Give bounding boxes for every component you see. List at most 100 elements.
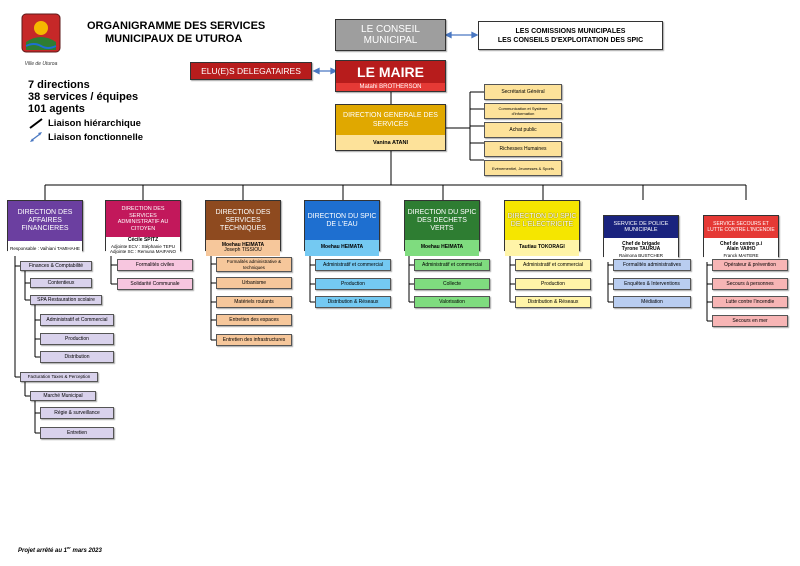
dechets-service-admin: Administratif et commercial bbox=[414, 259, 490, 271]
dst-service-espaces: Entretien des espaces bbox=[216, 314, 292, 326]
direction-dst: DIRECTION DES SERVICES TECHNIQUES Moehau… bbox=[205, 200, 281, 256]
direction-dechets: DIRECTION DU SPIC DES DECHETS VERTS Moeh… bbox=[404, 200, 480, 256]
footer-note: Projet arrêté au 1er mars 2023 bbox=[18, 545, 102, 554]
direction-dst-adj: Joseph TISSIOU bbox=[224, 247, 262, 253]
daf-service-production: Production bbox=[40, 333, 114, 345]
dgs-service-communication: Communication et Système d'information bbox=[484, 103, 562, 119]
dgs-service-rh: Richesses Humaines bbox=[484, 141, 562, 157]
direction-dst-staff: Moehau HEIMATA Joseph TISSIOU bbox=[206, 240, 280, 256]
dsac-service-formalites: Formalités civiles bbox=[117, 259, 193, 271]
direction-electricite: DIRECTION DU SPIC DE L'ELECTRICITE Tauti… bbox=[504, 200, 580, 256]
direction-electricite-title: DIRECTION DU SPIC DE L'ELECTRICITE bbox=[505, 201, 579, 240]
dst-service-infrastructures: Entretien des infrastructures bbox=[216, 334, 292, 346]
direction-spic-eau: DIRECTION DU SPIC DE L'EAU Moehau HEIMAT… bbox=[304, 200, 380, 256]
direction-dechets-title: DIRECTION DU SPIC DES DECHETS VERTS bbox=[405, 201, 479, 240]
footer-prefix: Projet arrêté au 1 bbox=[18, 548, 68, 554]
legend: Liaison hiérarchique Liaison fonctionnel… bbox=[28, 116, 143, 144]
daf-service-distribution: Distribution bbox=[40, 351, 114, 363]
service-secours-title: SERVICE SECOURS ET LUTTE CONTRE L'INCEND… bbox=[704, 216, 778, 238]
title-line-1: ORGANIGRAMME DES SERVICES bbox=[87, 20, 266, 32]
dgs-service-achat: Achat public bbox=[484, 122, 562, 138]
eau-service-production: Production bbox=[315, 278, 391, 290]
delegataires-box: ELU(E)S DELEGATAIRES bbox=[190, 62, 312, 80]
service-police-role: Chef de brigade bbox=[622, 240, 660, 247]
direction-daf: DIRECTION DES AFFAIRES FINANCIERES Respo… bbox=[7, 200, 83, 256]
secours-service-operateur: Opérateur & prévention bbox=[712, 259, 788, 271]
dsac-service-solidarite: Solidarité Communale bbox=[117, 278, 193, 290]
direction-dechets-head: Moehau HEIMATA bbox=[405, 240, 479, 256]
dgs-name: Vanina ATANI bbox=[336, 135, 445, 150]
stats-block: 7 directions 38 services / équipes 101 a… bbox=[28, 79, 138, 115]
police-service-formalites: Formalités administratives bbox=[613, 259, 691, 271]
service-police-chief: Tyrone TAURUA bbox=[621, 246, 661, 253]
direction-dsac-adj1: Adjointe ECV : Stéphanie TEPU bbox=[111, 243, 175, 249]
daf-service-contentieux: Contentieux bbox=[30, 278, 92, 288]
dgs-services: Secrétariat Général Communication et Sys… bbox=[484, 84, 562, 176]
direction-spic-eau-title: DIRECTION DU SPIC DE L'EAU bbox=[305, 201, 379, 240]
stat-directions: 7 directions bbox=[28, 79, 90, 91]
daf-service-regie: Régie & surveillance bbox=[40, 407, 114, 419]
secours-service-mer: Secours en mer bbox=[712, 315, 788, 327]
dst-service-materiels: Matériels roulants bbox=[216, 296, 292, 308]
direction-daf-title: DIRECTION DES AFFAIRES FINANCIERES bbox=[8, 201, 82, 241]
city-seal-icon bbox=[21, 13, 61, 53]
direction-spic-eau-head: Moehau HEIMATA bbox=[305, 240, 379, 256]
dgs-service-secretariat: Secrétariat Général bbox=[484, 84, 562, 100]
elec-service-production: Production bbox=[515, 278, 591, 290]
maire-title: LE MAIRE bbox=[336, 61, 445, 83]
maire-name: Matahi BROTHERSON bbox=[336, 83, 445, 91]
hierarchical-link-icon bbox=[29, 118, 43, 129]
stat-agents: 101 agents bbox=[28, 103, 85, 115]
dst-service-urbanisme: Urbanisme bbox=[216, 277, 292, 289]
dgs-service-evenementiel: Evénementiel, Jeunesses & Sports bbox=[484, 160, 562, 176]
delegataires-label: ELU(E)S DELEGATAIRES bbox=[201, 66, 301, 76]
service-secours: SERVICE SECOURS ET LUTTE CONTRE L'INCEND… bbox=[703, 215, 779, 262]
legend-item-hier: Liaison hiérarchique bbox=[28, 116, 143, 130]
elec-service-distribution: Distribution & Réseaux bbox=[515, 296, 591, 308]
service-police-staff: Chef de brigade Tyrone TAURUA Raimona BU… bbox=[604, 238, 678, 262]
title-line-2: MUNICIPAUX DE UTUROA bbox=[105, 33, 243, 45]
service-secours-adj: Franck MAITERE bbox=[723, 252, 759, 258]
dgs-box: DIRECTION GENERALE DES SERVICES Vanina A… bbox=[335, 104, 446, 151]
dechets-service-collecte: Collecte bbox=[414, 278, 490, 290]
daf-service-admin-commercial: Administratif et Commercial bbox=[40, 314, 114, 326]
service-police-title: SERVICE DE POLICE MUNICIPALE bbox=[604, 216, 678, 238]
direction-dsac-head: Cécile SPITZ bbox=[127, 237, 159, 244]
daf-service-finances: Finances & Comptabilité bbox=[20, 261, 92, 271]
maire-box: LE MAIRE Matahi BROTHERSON bbox=[335, 60, 446, 92]
city-logo: Ville de Uturoa bbox=[20, 12, 62, 67]
direction-dsac-staff: Cécile SPITZ Adjointe ECV : Stéphanie TE… bbox=[106, 237, 180, 256]
conseil-municipal-box: LE CONSEIL MUNICIPAL bbox=[335, 19, 446, 51]
service-secours-staff: Chef de centre p.i Alain VAIHO Franck MA… bbox=[704, 238, 778, 262]
elec-service-admin: Administratif et commercial bbox=[515, 259, 591, 271]
daf-service-spa: SPA Restauration scolaire bbox=[30, 295, 102, 305]
daf-service-entretien: Entretien bbox=[40, 427, 114, 439]
stat-services: 38 services / équipes bbox=[28, 91, 139, 103]
commissions-line-1: LES COMISSIONS MUNICIPALES bbox=[515, 27, 626, 35]
secours-service-incendie: Lutte contre l'incendie bbox=[712, 296, 788, 308]
secours-service-personnes: Secours à personnes bbox=[712, 278, 788, 290]
direction-dsac-adj2: Adjointe SC : Remuna MAIFANO bbox=[109, 249, 177, 255]
legend-hier-label: Liaison hiérarchique bbox=[48, 117, 141, 129]
service-secours-chief: Alain VAIHO bbox=[726, 246, 756, 253]
direction-dsac: DIRECTION DES SERVICES ADMINISTRATIF AU … bbox=[105, 200, 181, 256]
footer-suffix: mars 2023 bbox=[70, 548, 102, 554]
direction-daf-responsable: Responsable : Vaihiani TAMIHAHE bbox=[8, 241, 82, 256]
service-police: SERVICE DE POLICE MUNICIPALE Chef de bri… bbox=[603, 215, 679, 262]
commissions-box: LES COMISSIONS MUNICIPALES LES CONSEILS … bbox=[478, 21, 663, 50]
direction-dst-title: DIRECTION DES SERVICES TECHNIQUES bbox=[206, 201, 280, 240]
daf-service-marche: Marché Municipal bbox=[30, 391, 96, 401]
conseil-label: LE CONSEIL MUNICIPAL bbox=[361, 24, 420, 46]
legend-func-label: Liaison fonctionnelle bbox=[48, 131, 144, 143]
dst-service-formalites: Formalités administrative & techniques bbox=[216, 257, 292, 272]
footer-sup: er bbox=[67, 545, 71, 550]
functional-link-icon bbox=[30, 132, 42, 142]
direction-dst-head: Moehau HEIMATA bbox=[221, 241, 265, 248]
eau-service-admin: Administratif et commercial bbox=[315, 259, 391, 271]
legend-item-func: Liaison fonctionnelle bbox=[28, 130, 143, 144]
police-service-enquetes: Enquêtes & Interventions bbox=[613, 278, 691, 290]
logo-caption: Ville de Uturoa bbox=[24, 61, 58, 67]
page-title: ORGANIGRAMME DES SERVICES MUNICIPAUX DE … bbox=[87, 20, 287, 46]
police-service-mediation: Médiation bbox=[613, 296, 691, 308]
